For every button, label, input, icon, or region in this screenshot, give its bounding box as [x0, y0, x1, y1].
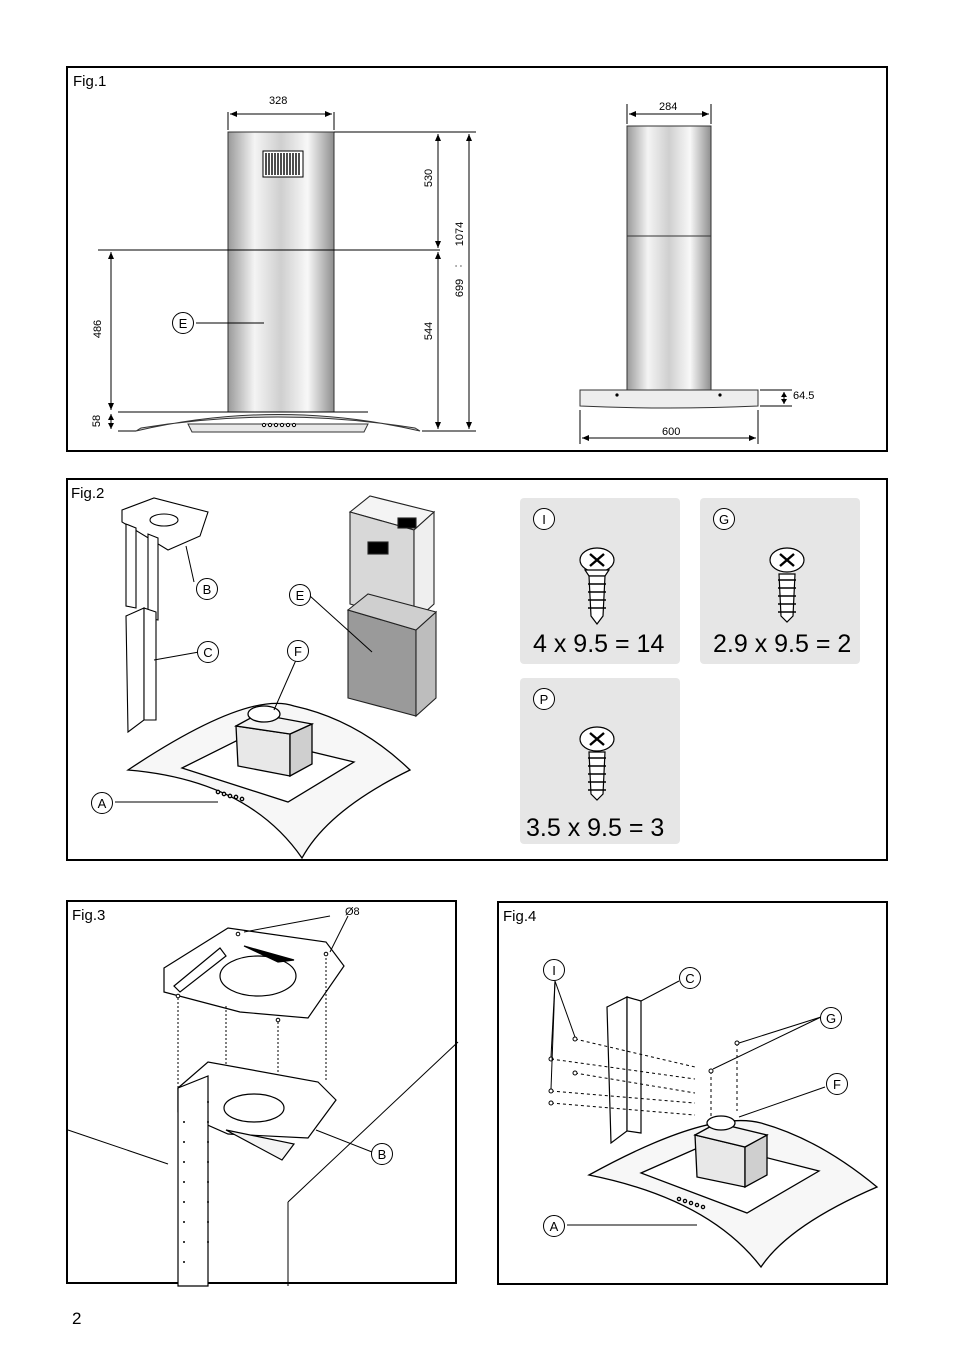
ceiling-plate	[163, 927, 345, 1019]
dim-glass-height: 58	[91, 414, 104, 428]
callout-G-fig4: G	[820, 1007, 842, 1029]
bracket-C-drawing	[125, 607, 157, 734]
screw-formula-I: 4 x 9.5 = 14	[533, 630, 665, 658]
front-glass-canopy	[135, 414, 421, 432]
hood-A-fig4	[587, 1115, 879, 1269]
fig3-drawing	[67, 915, 459, 1287]
fig4-panel: Fig.4	[497, 901, 888, 1285]
dim-base-width: 600	[662, 426, 681, 438]
bracket-B-drawing	[121, 497, 209, 621]
screw-letter-I: I	[533, 508, 555, 530]
callout-A-fig2: A	[91, 792, 113, 814]
callout-E-fig2: E	[289, 584, 311, 606]
callout-B-fig3: B	[371, 1143, 393, 1165]
fig1-drawing	[98, 104, 792, 444]
screw-formula-P: 3.5 x 9.5 = 3	[526, 814, 665, 842]
fig1-panel: Fig.1	[66, 66, 888, 452]
page-number: 2	[72, 1309, 82, 1328]
hood-A-drawing	[126, 702, 412, 860]
fig4-drawing	[548, 980, 879, 1269]
callout-I-fig4: I	[543, 959, 565, 981]
dim-top-width: 328	[269, 95, 288, 107]
dim-lower-height: 544	[423, 321, 436, 341]
front-base	[187, 423, 369, 433]
dim-chimney-height: 486	[92, 319, 105, 339]
dim-upper-height: 530	[423, 168, 436, 188]
fig3-label: Fig.3	[72, 907, 106, 924]
callout-F-fig4: F	[826, 1073, 848, 1095]
front-chimney-lower	[227, 249, 335, 413]
bracket-C-fig4	[606, 996, 642, 1145]
callout-C-fig2: C	[197, 641, 219, 663]
screw-letter-G: G	[713, 508, 735, 530]
callout-F-fig2: F	[287, 640, 309, 662]
screw-formula-G: 2.9 x 9.5 = 2	[713, 630, 852, 658]
callout-E-fig1: E	[172, 312, 194, 334]
dim-total-height: 1074	[454, 221, 467, 247]
screw-letter-P: P	[533, 688, 555, 710]
fig2-panel: Fig.2	[66, 478, 888, 861]
side-chimney-lower	[626, 235, 712, 391]
callout-C-fig4: C	[679, 967, 701, 989]
bracket-B-fig3	[177, 1061, 337, 1287]
dim-range-separator: :	[452, 264, 465, 268]
chimney-E-drawing	[346, 495, 438, 718]
side-chimney-upper	[626, 125, 712, 237]
fig3-panel: Fig.3 Ø8	[66, 900, 459, 1287]
control-buttons	[261, 422, 297, 428]
dim-side-width: 284	[659, 101, 678, 113]
fig2-screws-overlay	[579, 547, 805, 801]
fig1-label: Fig.1	[73, 73, 107, 90]
hole-diameter-label: Ø8	[345, 906, 360, 918]
dim-base-height: 64.5	[793, 390, 815, 402]
callout-A-fig4: A	[543, 1215, 565, 1237]
front-chimney-upper	[227, 131, 335, 251]
callout-B-fig2: B	[196, 578, 218, 600]
dim-min-height: 699	[454, 278, 467, 298]
vent-grille	[262, 150, 304, 178]
fig4-label: Fig.4	[503, 908, 537, 925]
side-base	[579, 389, 759, 409]
fig2-label: Fig.2	[71, 485, 105, 502]
